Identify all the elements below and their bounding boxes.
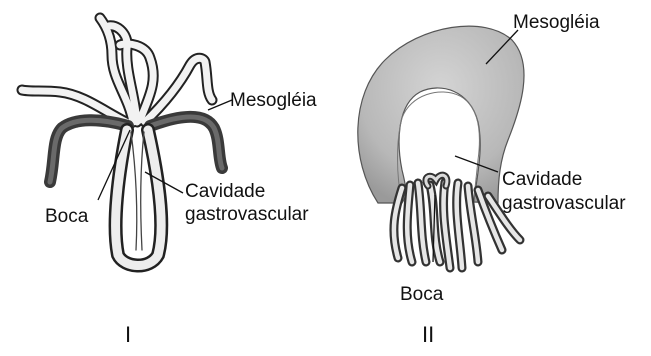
polyp-label-cavidade-2: gastrovascular <box>185 204 309 225</box>
polyp-label-boca: Boca <box>45 206 89 227</box>
medusa-label-mesogleia: Mesogléia <box>513 12 600 33</box>
polyp-figure: Mesogléia Boca Cavidade gastrovascular I <box>22 18 317 347</box>
polyp-body <box>116 130 162 266</box>
medusa-label-cavidade-1: Cavidade <box>502 169 582 190</box>
medusa-label-cavidade-2: gastrovascular <box>502 193 626 214</box>
figure-numeral-i: I <box>125 322 131 347</box>
medusa-manubrium <box>426 175 447 186</box>
polyp-label-cavidade-1: Cavidade <box>185 181 265 202</box>
medusa-figure: Mesogléia Cavidade gastrovascular Boca I… <box>358 12 626 347</box>
polyp-tentacles <box>22 18 212 124</box>
medusa-label-boca: Boca <box>400 284 444 305</box>
figure-numeral-ii: II <box>422 322 434 347</box>
polyp-label-mesogleia: Mesogléia <box>230 90 317 111</box>
